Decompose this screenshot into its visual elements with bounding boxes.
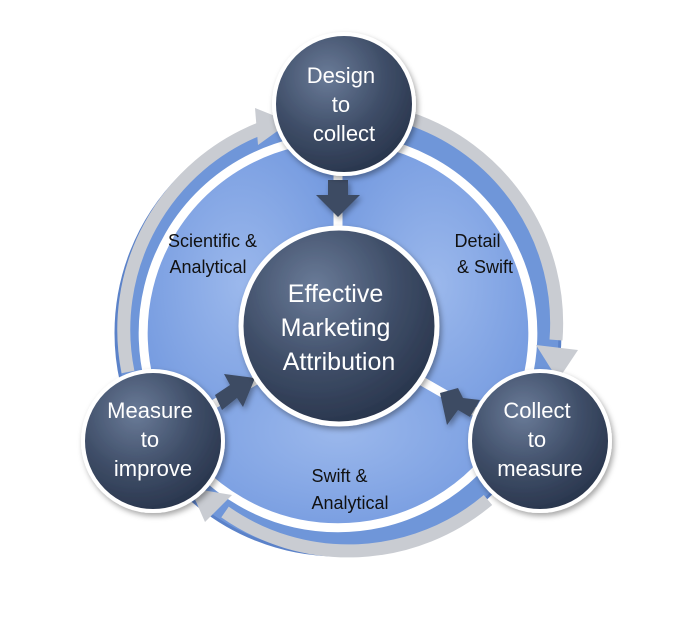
segment-label-detail-line-1: Detail — [454, 231, 500, 251]
center-circle — [238, 225, 440, 427]
segment-label-scientific: Scientific & Analytical — [168, 231, 262, 277]
segment-label-detail-line-2: & Swift — [457, 257, 513, 277]
segment-label-swift-line-1: Swift & — [311, 466, 367, 486]
node-design-circle — [272, 32, 416, 176]
cycle-arc-right — [405, 111, 564, 341]
arrow-design-to-center — [316, 180, 360, 217]
center-label: Effective Marketing Attribution — [281, 280, 398, 376]
node-design-line-3: collect — [313, 121, 375, 146]
cycle-arrowhead-bottom — [190, 488, 232, 522]
arrow-measure-to-center — [215, 374, 255, 410]
cycle-arrowhead-right — [536, 345, 578, 380]
segment-label-swift: Swift & Analytical — [311, 466, 388, 513]
node-design-line-1: Design — [307, 63, 375, 88]
cycle-arc-left — [117, 121, 265, 374]
node-design-line-2: to — [332, 92, 350, 117]
node-measure-circle — [81, 369, 225, 513]
node-collect-line-1: Collect — [503, 398, 570, 423]
center-line-3: Attribution — [283, 348, 396, 376]
node-measure-line-2: to — [141, 427, 159, 452]
cycle-arrowhead-left — [255, 108, 290, 145]
cycle-arc-bottom — [221, 495, 493, 558]
node-measure-label: Measure to improve — [107, 398, 199, 481]
node-design-label: Design to collect — [307, 63, 382, 146]
segment-label-swift-line-2: Analytical — [311, 493, 388, 513]
node-measure-line-3: improve — [114, 456, 192, 481]
node-measure-line-1: Measure — [107, 398, 193, 423]
node-collect-circle — [468, 369, 612, 513]
node-collect-label: Collect to measure — [497, 398, 583, 481]
node-collect-line-2: to — [528, 427, 546, 452]
arrow-collect-to-center — [440, 388, 480, 425]
center-line-1: Effective — [288, 280, 383, 308]
segment-label-scientific-line-1: Scientific & — [168, 231, 257, 251]
segment-label-scientific-line-2: Analytical — [169, 257, 246, 277]
center-line-2: Marketing — [281, 314, 391, 342]
node-collect-line-3: measure — [497, 456, 583, 481]
segment-label-detail: Detail & Swift — [454, 231, 513, 277]
